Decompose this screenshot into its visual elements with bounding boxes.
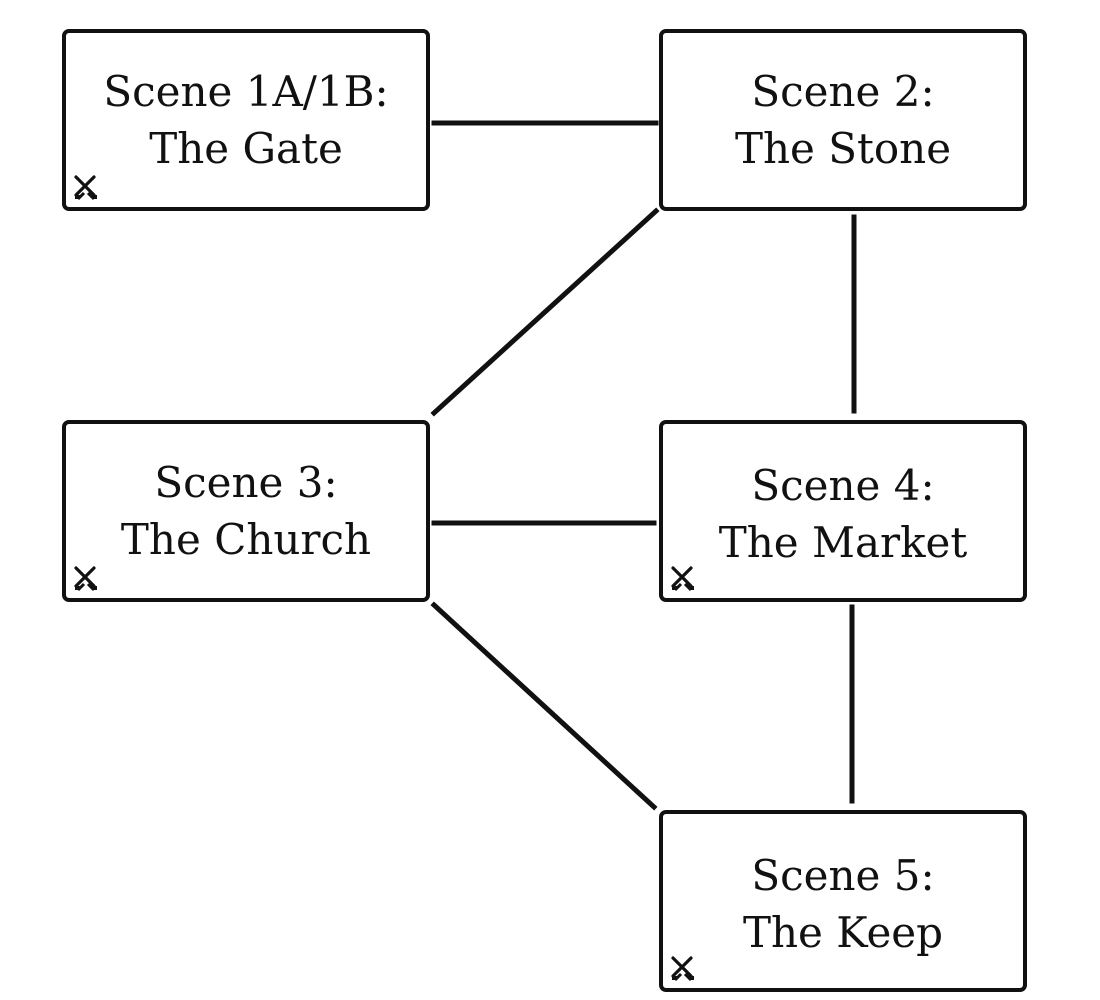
scene-node-stone: Scene 2: The Stone [659,29,1027,211]
crossed-swords-icon [671,566,694,592]
scene-name-label: The Stone [734,124,952,173]
scene-title: Scene 5: The Keep [663,820,1023,988]
scene-name-label: The Church [120,515,372,564]
scene-node-keep: Scene 5: The Keep [659,810,1027,992]
scene-title: Scene 1A/1B: The Gate [66,33,426,207]
scene-name-label: The Keep [742,908,944,957]
crossed-swords-icon [671,956,694,982]
crossed-swords-icon [74,175,97,201]
scene-number-label: Scene 5: [751,851,935,900]
scene-name-label: The Market [718,518,968,567]
connection-s2-s3 [430,207,660,417]
scene-name-label: The Gate [149,124,343,173]
scene-number-label: Scene 1A/1B: [103,67,389,116]
scene-node-market: Scene 4: The Market [659,420,1027,602]
connection-s3-s5 [430,601,658,811]
scene-node-gate: Scene 1A/1B: The Gate [62,29,430,211]
scene-node-church: Scene 3: The Church [62,420,430,602]
scene-number-label: Scene 4: [751,461,935,510]
scene-title: Scene 4: The Market [663,430,1023,598]
crossed-swords-icon [74,566,97,592]
scene-title: Scene 2: The Stone [663,33,1023,207]
scene-number-label: Scene 3: [154,458,338,507]
scene-title: Scene 3: The Church [66,424,426,598]
scene-number-label: Scene 2: [751,67,935,116]
